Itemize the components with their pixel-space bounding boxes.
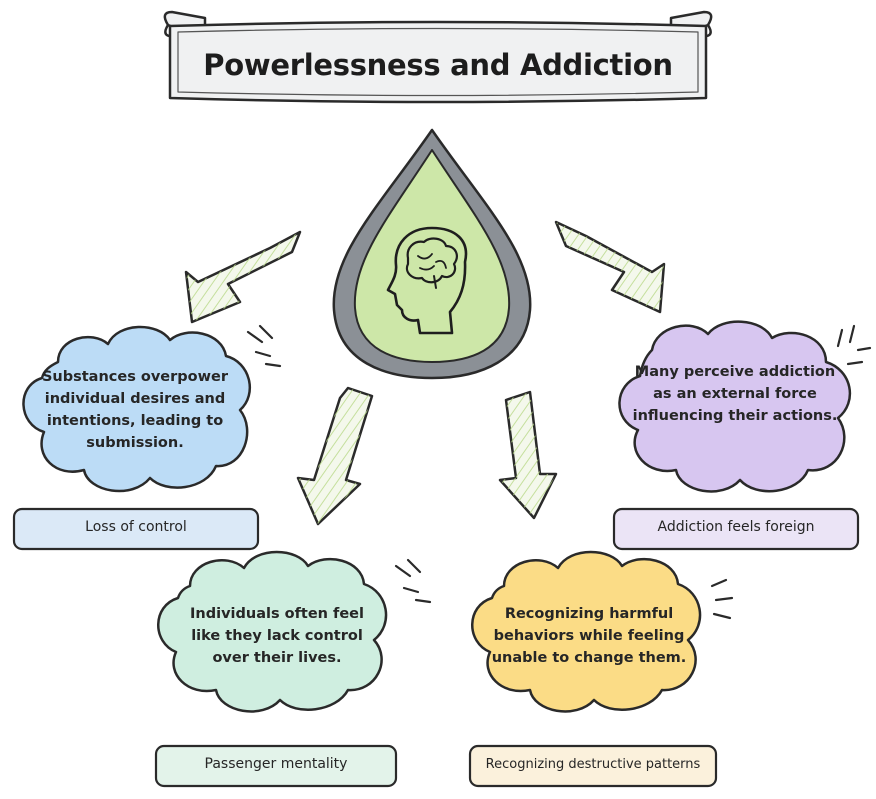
arrow-to-addiction-feels-foreign (554, 220, 666, 314)
arrow-to-loss-of-control (184, 230, 302, 324)
description-line: Recognizing harmful (504, 606, 674, 622)
label-box-addiction-feels-foreign (612, 507, 860, 551)
description-passenger-mentality: Individuals often feel like they lack co… (172, 603, 382, 669)
description-line: influencing their actions. (632, 408, 838, 424)
cloud-passenger-mentality (157, 550, 388, 713)
description-addiction-feels-foreign: Many perceive addiction as an external f… (626, 361, 844, 427)
description-line: behaviors while feeling (493, 628, 685, 644)
label-box-loss-of-control (12, 507, 260, 551)
arrow-to-passenger-mentality (296, 386, 374, 526)
description-line: like they lack control (191, 628, 363, 644)
description-line: submission. (86, 435, 184, 451)
label-box-passenger-mentality (154, 744, 398, 788)
label-loss-of-control: Loss of control (85, 519, 187, 535)
title-banner (163, 10, 713, 104)
label-addiction-feels-foreign: Addiction feels foreign (657, 519, 815, 535)
description-loss-of-control: Substances overpower individual desires … (30, 366, 240, 454)
arrow-to-recognizing-destructive-patterns (498, 390, 558, 520)
description-line: Many perceive addiction (634, 364, 836, 380)
label-box-recognizing-destructive-patterns (468, 744, 718, 788)
label-recognizing-destructive-patterns: Recognizing destructive patterns (485, 757, 701, 772)
description-line: Substances overpower (41, 369, 229, 385)
brain-head-icon (386, 226, 468, 335)
cloud-addiction-feels-foreign (618, 320, 852, 493)
diagram-title: Powerlessness and Addiction (203, 48, 673, 82)
motion-dashes (246, 324, 872, 620)
description-line: individual desires and (44, 391, 226, 407)
description-line: intentions, leading to (46, 413, 224, 429)
description-line: unable to change them. (491, 650, 687, 666)
label-passenger-mentality: Passenger mentality (204, 756, 348, 772)
description-line: Individuals often feel (190, 606, 364, 622)
description-line: over their lives. (212, 650, 342, 666)
description-recognizing-destructive-patterns: Recognizing harmful behaviors while feel… (484, 603, 694, 669)
description-line: as an external force (653, 386, 817, 402)
cloud-loss-of-control (22, 325, 252, 493)
cloud-recognizing-destructive-patterns (471, 550, 702, 713)
